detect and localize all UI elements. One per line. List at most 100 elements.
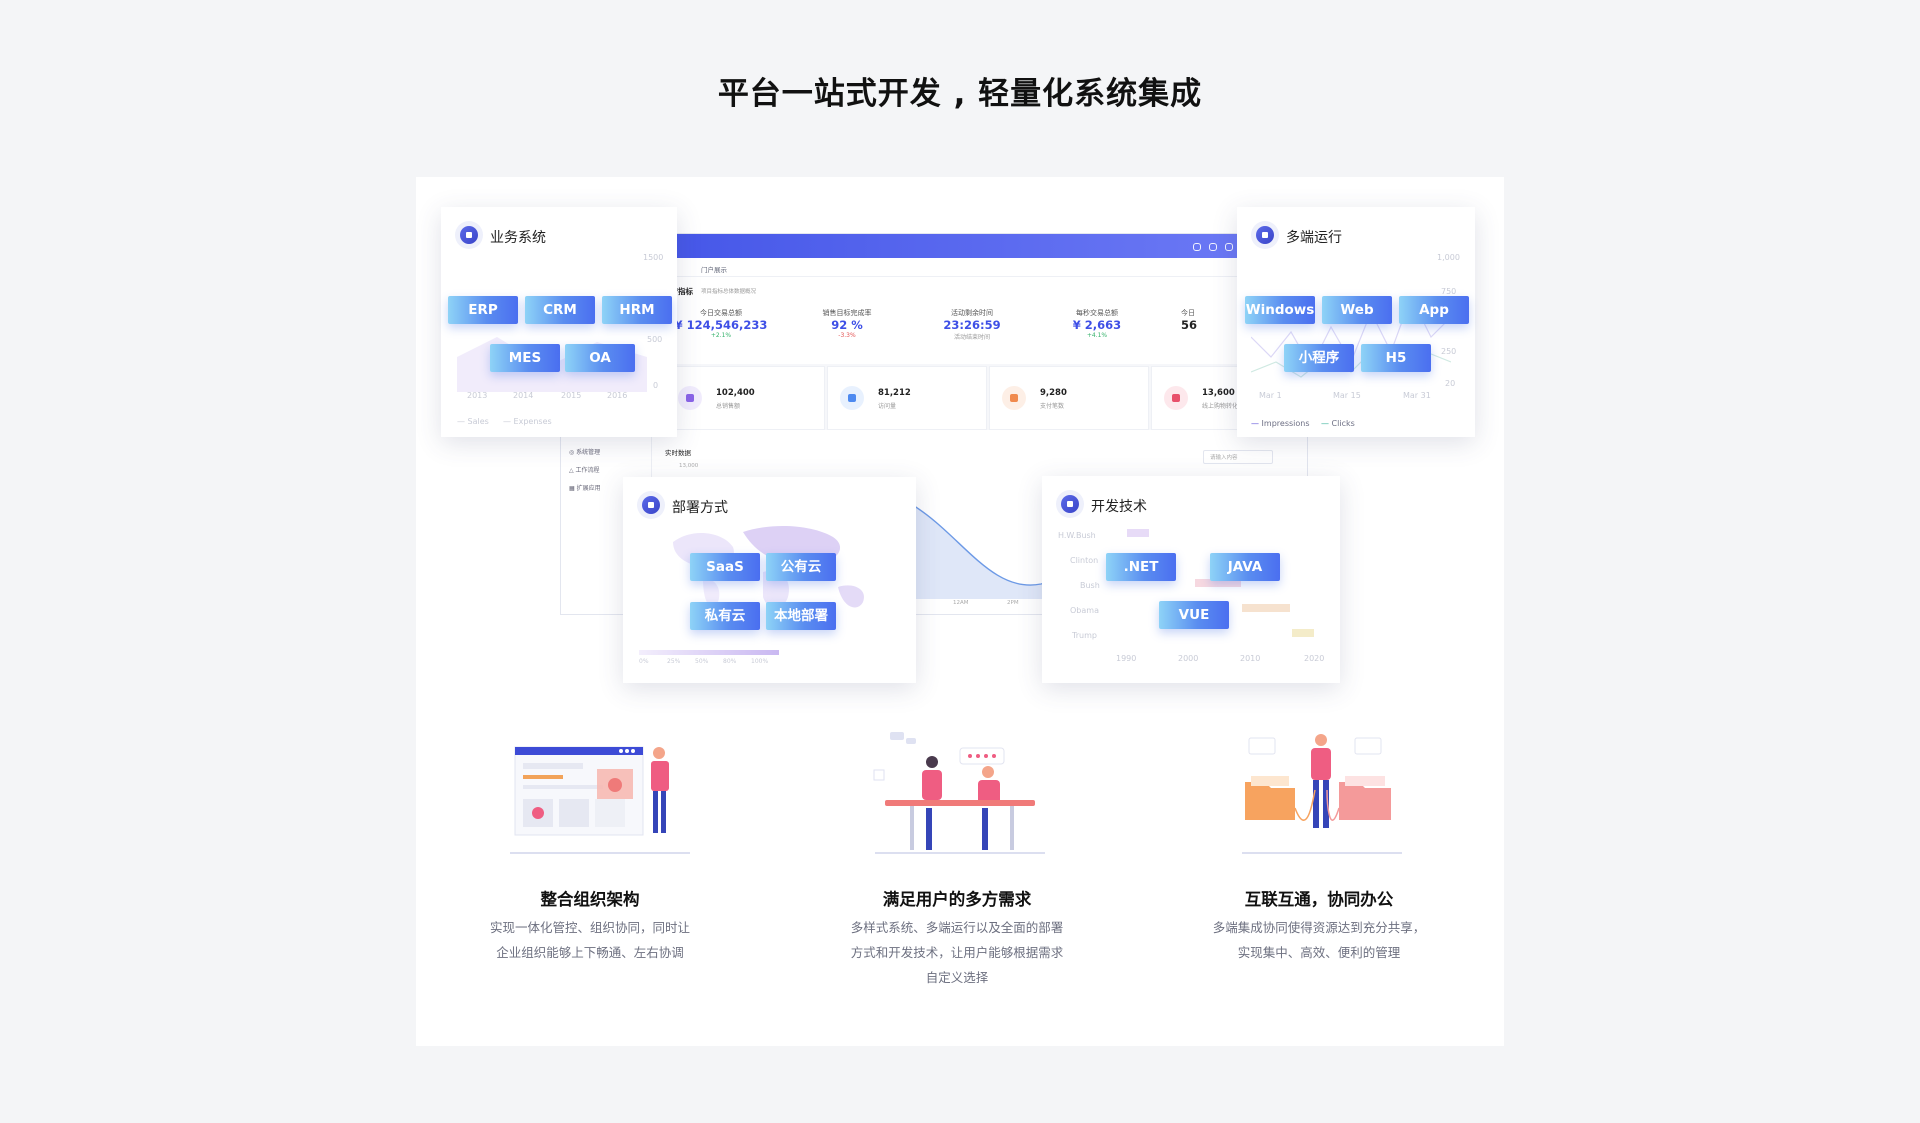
card-title: 开发技术 xyxy=(1091,499,1147,515)
ghost-year: 2000 xyxy=(1178,654,1199,663)
chip-hrm[interactable]: HRM xyxy=(602,296,672,324)
ghost-year: 2020 xyxy=(1304,654,1325,663)
stat-icon xyxy=(840,386,864,410)
ghost-legend-label: Expenses xyxy=(513,417,552,426)
sidebar-item[interactable]: ▦ 扩展应用 xyxy=(569,485,601,492)
stat-icon xyxy=(1002,386,1026,410)
kpi-value: ¥ 2,663 xyxy=(1072,318,1122,332)
feature-desc: 实现一体化管控、组织协同，同时让 企业组织能够上下畅通、左右协调 xyxy=(430,915,750,965)
chip-erp[interactable]: ERP xyxy=(448,296,518,324)
chip-on-premise[interactable]: 本地部署 xyxy=(766,602,836,630)
ghost-legend-label: Sales xyxy=(467,417,489,426)
chip-windows[interactable]: Windows xyxy=(1245,296,1315,324)
legend-label: Clicks xyxy=(1331,419,1355,428)
feature-desc-line: 方式和开发技术，让用户能够根据需求 xyxy=(850,945,1064,960)
ghost-y-label: 1,000 xyxy=(1437,253,1460,262)
sidebar-item[interactable]: △ 工作流程 xyxy=(569,467,600,474)
realtime-x-label: 2PM xyxy=(1007,600,1019,606)
ghost-bar xyxy=(1292,629,1314,637)
legend-impressions: — Impressions xyxy=(1251,419,1310,428)
dashboard-topbar xyxy=(561,234,1307,258)
ghost-row-label: Clinton xyxy=(1070,556,1099,565)
feature-title: 满足用户的多方需求 xyxy=(882,890,1032,909)
chip-crm[interactable]: CRM xyxy=(525,296,595,324)
kpi-value: ¥ 124,546,233 xyxy=(674,318,768,332)
stat-label: 总销售额 xyxy=(716,403,741,410)
legend-label: Impressions xyxy=(1261,419,1310,428)
ghost-row-label: H.W.Bush xyxy=(1058,531,1096,540)
feature-desc-line: 实现一体化管控、组织协同，同时让 xyxy=(489,920,690,935)
chip-saas[interactable]: SaaS xyxy=(690,553,760,581)
ghost-x-label: Mar 31 xyxy=(1403,391,1431,400)
stat-card[interactable]: 9,280 支付笔数 xyxy=(989,366,1149,430)
ghost-y-label: 250 xyxy=(1441,347,1457,356)
realtime-y-label: 13,000 xyxy=(679,463,699,469)
map-legend-label: 80% xyxy=(723,658,737,665)
kpi-sub: +4.1% xyxy=(1086,332,1108,339)
ghost-year: 2014 xyxy=(513,391,534,400)
sidebar-item[interactable]: ◎ 系统管理 xyxy=(569,449,601,456)
user-needs-illustration xyxy=(873,732,1045,854)
kpi-label: 每秒交易总额 xyxy=(1076,309,1118,317)
ghost-bar xyxy=(1127,529,1149,537)
chip-mes[interactable]: MES xyxy=(490,344,560,372)
sidebar-item-label: 扩展应用 xyxy=(576,485,601,492)
kpi-sub: 活动结束时间 xyxy=(953,334,990,341)
tab-portal[interactable]: 门户展示 xyxy=(701,266,727,274)
card-deployment: 部署方式 0% 25% 50% 80% 100% SaaS 公有云 私有云 本地… xyxy=(623,477,916,683)
chip-mini-program[interactable]: 小程序 xyxy=(1284,344,1354,372)
stat-value: 13,600 xyxy=(1202,388,1235,398)
stat-card[interactable]: 102,400 总销售额 xyxy=(665,366,825,430)
bell-icon[interactable] xyxy=(1225,243,1233,251)
chip-dotnet[interactable]: .NET xyxy=(1106,553,1176,581)
feature-desc: 多端集成协同使得资源达到充分共享， 实现集中、高效、便利的管理 xyxy=(1159,915,1479,965)
chip-oa[interactable]: OA xyxy=(565,344,635,372)
feature-desc-line: 多样式系统、多端运行以及全面的部署 xyxy=(850,920,1064,935)
chip-public-cloud[interactable]: 公有云 xyxy=(766,553,836,581)
card-dev-tech: 开发技术 H.W.Bush Clinton Bush Obama Trump 1… xyxy=(1042,476,1340,683)
ghost-x-label: Mar 15 xyxy=(1333,391,1361,400)
ghost-row-label: Obama xyxy=(1070,606,1099,615)
ghost-bar xyxy=(1242,604,1290,612)
kpi-item: 今日 56 xyxy=(1181,308,1201,332)
kpi-item: 销售目标完成率 92 % -3.3% xyxy=(792,308,902,339)
stat-label: 访问量 xyxy=(878,403,897,410)
stat-value: 81,212 xyxy=(878,388,911,398)
ghost-bar xyxy=(1195,579,1241,587)
card-title: 部署方式 xyxy=(672,500,728,516)
chip-web[interactable]: Web xyxy=(1322,296,1392,324)
realtime-x-label: 12AM xyxy=(953,600,969,606)
chip-h5[interactable]: H5 xyxy=(1361,344,1431,372)
search-icon[interactable] xyxy=(1193,243,1201,251)
search-input[interactable]: 请输入内容 xyxy=(1203,450,1273,464)
chip-vue[interactable]: VUE xyxy=(1159,601,1229,629)
stat-icon xyxy=(1164,386,1188,410)
kpi-label: 今日交易总额 xyxy=(700,309,742,317)
feature-title: 互联互通，协同办公 xyxy=(1244,890,1394,909)
ghost-legend: — Expenses xyxy=(503,417,552,426)
section-subtitle: 项目指标总体数据概况 xyxy=(701,289,757,295)
ghost-year: 2010 xyxy=(1240,654,1261,663)
code-icon xyxy=(1056,490,1084,518)
ghost-y-label: 0 xyxy=(653,381,659,390)
feature-title: 整合组织架构 xyxy=(540,890,640,909)
org-structure-illustration xyxy=(510,746,690,854)
card-multi-platform: 多端运行 1,000 750 250 20 Mar 1 Mar 15 Mar 3… xyxy=(1237,207,1475,437)
feature-desc-line: 多端集成协同使得资源达到充分共享， xyxy=(1212,920,1426,935)
ghost-year: 1990 xyxy=(1116,654,1137,663)
chip-private-cloud[interactable]: 私有云 xyxy=(690,602,760,630)
chip-java[interactable]: JAVA xyxy=(1210,553,1280,581)
section-title: 运营指标 xyxy=(663,287,693,296)
feature-desc: 多样式系统、多端运行以及全面的部署 方式和开发技术，让用户能够根据需求 自定义选… xyxy=(797,915,1117,990)
realtime-title: 实时数据 xyxy=(665,449,691,457)
chip-app[interactable]: App xyxy=(1399,296,1469,324)
feature-desc-line: 自定义选择 xyxy=(925,970,989,985)
fullscreen-icon[interactable] xyxy=(1209,243,1217,251)
stat-card[interactable]: 81,212 访问量 xyxy=(827,366,987,430)
collaboration-illustration xyxy=(1242,734,1402,854)
map-legend-label: 50% xyxy=(695,658,709,665)
ghost-y-label: 500 xyxy=(647,335,663,344)
card-title: 多端运行 xyxy=(1286,230,1342,246)
stat-value: 102,400 xyxy=(716,388,755,398)
stat-icon xyxy=(678,386,702,410)
